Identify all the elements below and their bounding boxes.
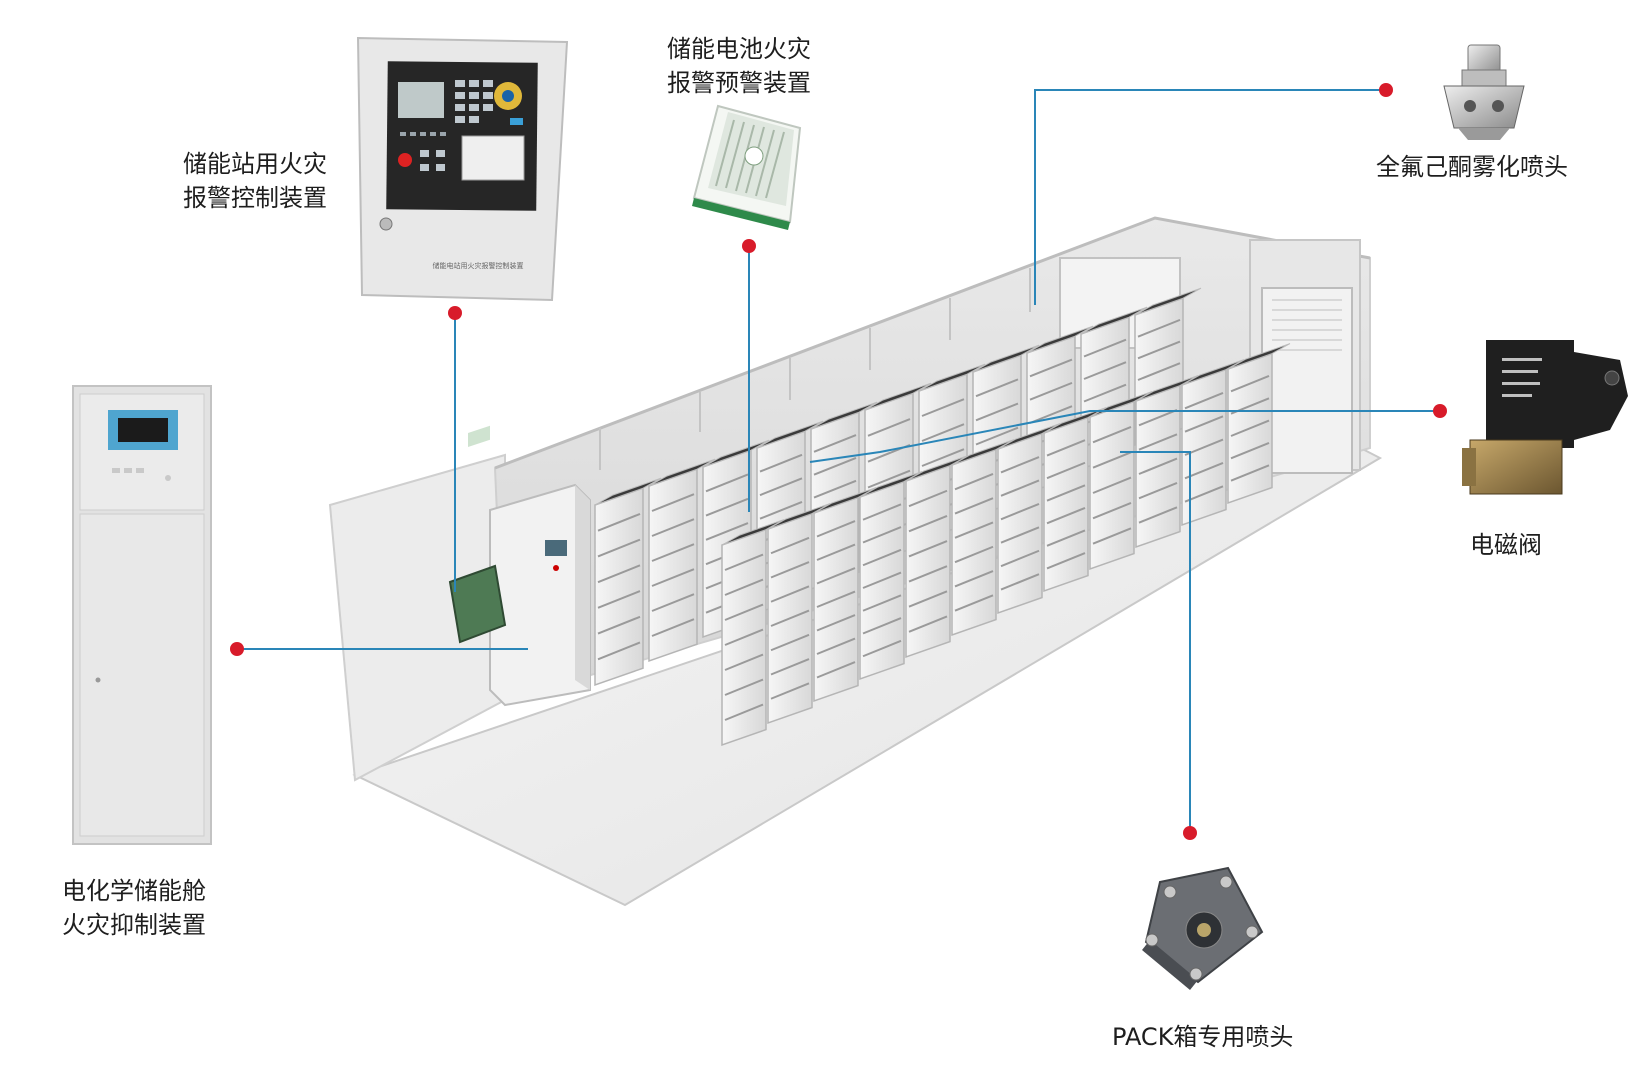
alarm-control-panel-device: 储能电站用火灾报警控制装置: [356, 36, 569, 302]
inner-alarm-panel: [448, 425, 507, 644]
label-control-device: 储能站用火灾 报警控制装置: [183, 147, 327, 215]
front-rack-12: [1227, 343, 1291, 505]
front-rack-8: [1043, 407, 1107, 593]
inner-suppression-cabinet: [489, 483, 591, 707]
panel-lcd: [398, 82, 444, 118]
front-rack-11: [1181, 359, 1245, 527]
label-valve-text: 电磁阀: [1470, 531, 1542, 559]
panel-red-button: [398, 153, 412, 167]
front-rack-5: [905, 455, 969, 659]
label-control-device-line2: 报警控制装置: [183, 184, 327, 212]
pack-nozzle-device: [1142, 866, 1264, 990]
leader-nozzle-fk: [1034, 89, 1386, 305]
label-battery-warning: 储能电池火灾 报警预警装置: [667, 32, 811, 100]
front-rack-row: [721, 343, 1291, 747]
label-suppression-line2: 火灾抑制装置: [62, 911, 206, 939]
panel-keypad: [455, 80, 493, 123]
dot-suppression-cabinet: [230, 642, 244, 656]
label-suppression-line1: 电化学储能舱: [62, 877, 206, 905]
air-conditioner-unit: [1261, 287, 1353, 474]
label-control-device-line1: 储能站用火灾: [183, 150, 327, 178]
fk-atomizing-nozzle-device: [1443, 44, 1525, 140]
dot-valve: [1433, 404, 1447, 418]
panel-lock: [379, 217, 393, 231]
label-pack-nozzle-text: PACK箱专用喷头: [1112, 1023, 1294, 1051]
panel-caption: 储能电站用火灾报警控制装置: [433, 261, 524, 270]
front-rack-7: [997, 423, 1061, 615]
front-rack-1: [721, 519, 785, 747]
back-rack-2: [648, 458, 716, 663]
front-rack-9: [1089, 391, 1153, 571]
label-pack-nozzle: PACK箱专用喷头: [1112, 1020, 1293, 1054]
front-rack-2: [767, 503, 831, 725]
dot-pack-nozzle: [1183, 826, 1197, 840]
label-battery-warning-line1: 储能电池火灾: [667, 35, 811, 63]
solenoid-valve-device: [1462, 340, 1628, 495]
label-nozzle-fk: 全氟己酮雾化喷头: [1376, 150, 1568, 184]
label-nozzle-fk-text: 全氟己酮雾化喷头: [1376, 153, 1568, 181]
front-rack-3: [813, 487, 877, 703]
label-battery-warning-line2: 报警预警装置: [667, 69, 811, 97]
label-suppression-cabinet: 电化学储能舱 火灾抑制装置: [62, 874, 206, 942]
dot-nozzle-fk: [1379, 83, 1393, 97]
leader-dots: [230, 83, 1447, 840]
front-rack-4: [859, 471, 923, 681]
leader-valve: [809, 410, 1440, 463]
dot-battery-warning: [742, 239, 756, 253]
leader-pack-nozzle: [1120, 451, 1191, 833]
label-valve: 电磁阀: [1470, 528, 1542, 562]
front-rack-10: [1135, 375, 1199, 549]
panel-printer: [461, 135, 525, 181]
wall-posts: [599, 268, 1031, 470]
back-rack-1: [594, 477, 662, 687]
dot-control-device: [448, 306, 462, 320]
leader-lines: [237, 89, 1440, 833]
battery-warning-detector-device: [692, 104, 802, 230]
ac-vents: [1272, 299, 1342, 351]
front-rack-6: [951, 439, 1015, 637]
suppression-cabinet-device: [72, 385, 212, 845]
